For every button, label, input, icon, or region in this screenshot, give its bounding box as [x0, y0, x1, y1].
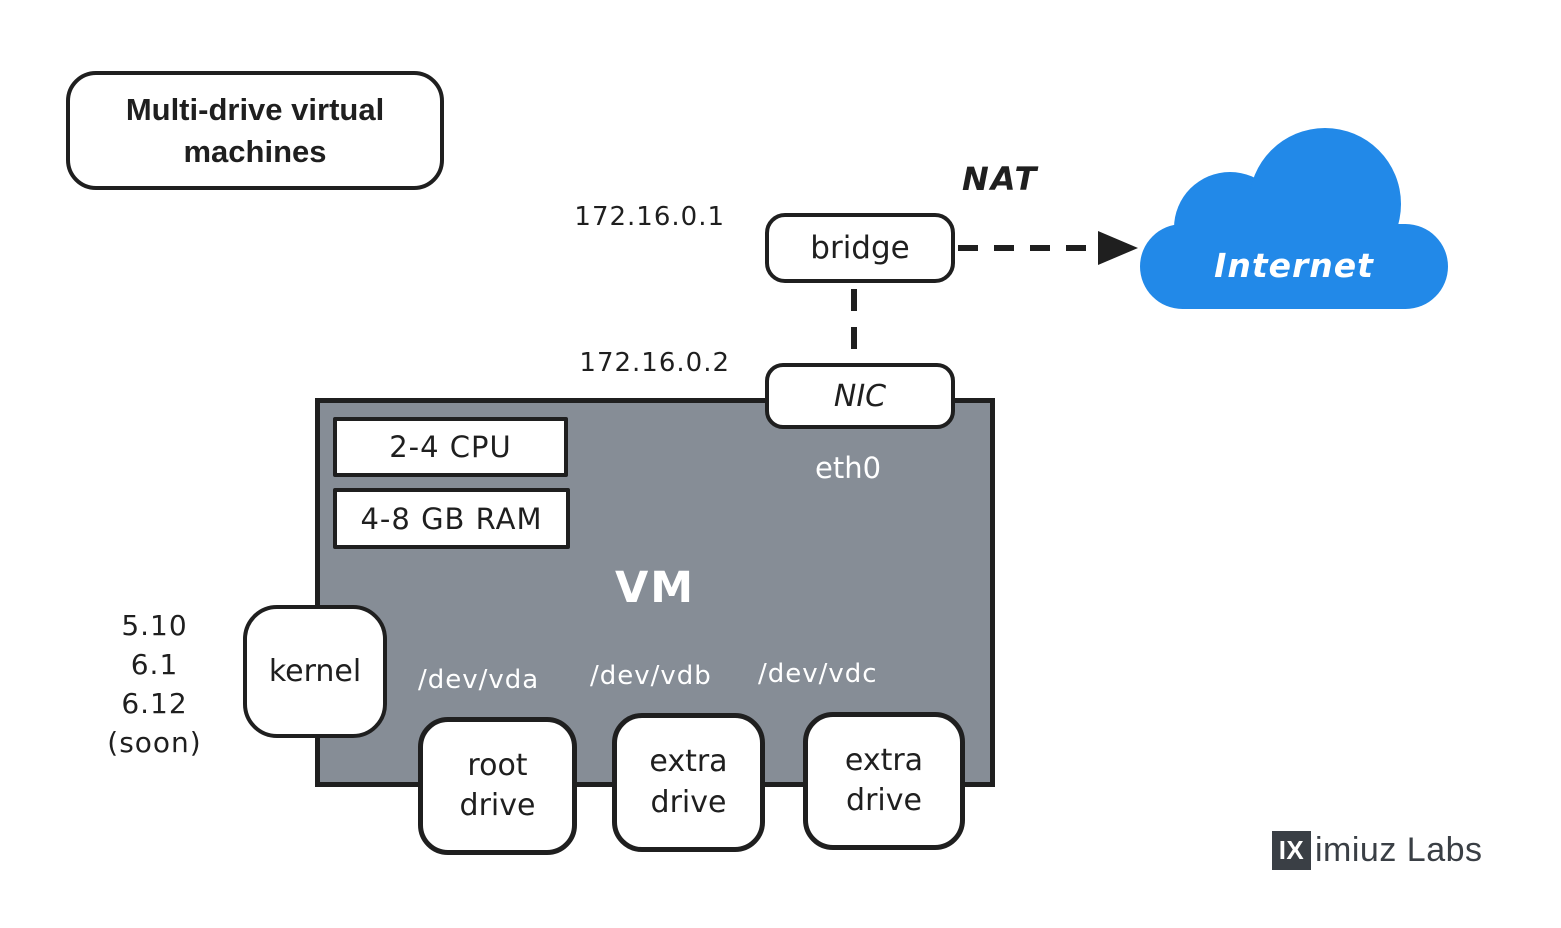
- ram-spec-box: 4-8 GB RAM: [333, 488, 570, 549]
- drive-node-label: extra drive: [844, 742, 924, 819]
- device-label-vdc: /dev/vdc: [758, 659, 878, 689]
- eth0-label: eth0: [815, 451, 882, 485]
- bridge-node-label: bridge: [810, 230, 910, 266]
- drive-node-extra-1: extra drive: [612, 713, 765, 852]
- bridge-ip-label: 172.16.0.1: [574, 202, 725, 232]
- nat-label: NAT: [962, 160, 1039, 198]
- ximiuz-labs-logo: IX imiuz Labs: [1272, 831, 1483, 870]
- logo-text: imiuz Labs: [1315, 831, 1483, 869]
- diagram-title: Multi-drive virtual machines: [66, 71, 444, 190]
- device-label-vdb: /dev/vdb: [590, 661, 712, 691]
- nic-node-label: NIC: [833, 378, 887, 414]
- kernel-version: 6.12: [121, 687, 188, 720]
- drive-node-label: extra drive: [649, 744, 728, 820]
- kernel-version: (soon): [107, 726, 202, 759]
- device-label-vda: /dev/vda: [418, 665, 540, 695]
- kernel-version: 6.1: [130, 648, 179, 681]
- cpu-spec-box: 2-4 CPU: [333, 417, 568, 477]
- diagram-title-text: Multi-drive virtual machines: [125, 91, 385, 169]
- internet-cloud-icon: [1140, 128, 1448, 309]
- vm-label: VM: [614, 563, 696, 613]
- drive-node-extra-2: extra drive: [803, 712, 965, 850]
- kernel-node: kernel: [243, 605, 387, 738]
- bridge-node: bridge: [765, 213, 955, 283]
- cpu-spec-label: 2-4 CPU: [389, 430, 512, 464]
- nat-arrow-icon: [958, 231, 1138, 265]
- drive-node-label: root drive: [459, 747, 536, 824]
- internet-label: Internet: [1214, 246, 1374, 285]
- ram-spec-label: 4-8 GB RAM: [360, 501, 543, 536]
- drive-node-root: root drive: [418, 717, 577, 855]
- logo-mark-icon: IX: [1272, 831, 1311, 870]
- nic-ip-label: 172.16.0.2: [579, 348, 730, 378]
- kernel-version-list: 5.10 6.1 6.12 (soon): [92, 606, 217, 762]
- nic-node: NIC: [765, 363, 955, 429]
- kernel-version: 5.10: [121, 609, 188, 642]
- kernel-node-label: kernel: [268, 654, 362, 689]
- bridge-nic-link-icon: [851, 289, 857, 361]
